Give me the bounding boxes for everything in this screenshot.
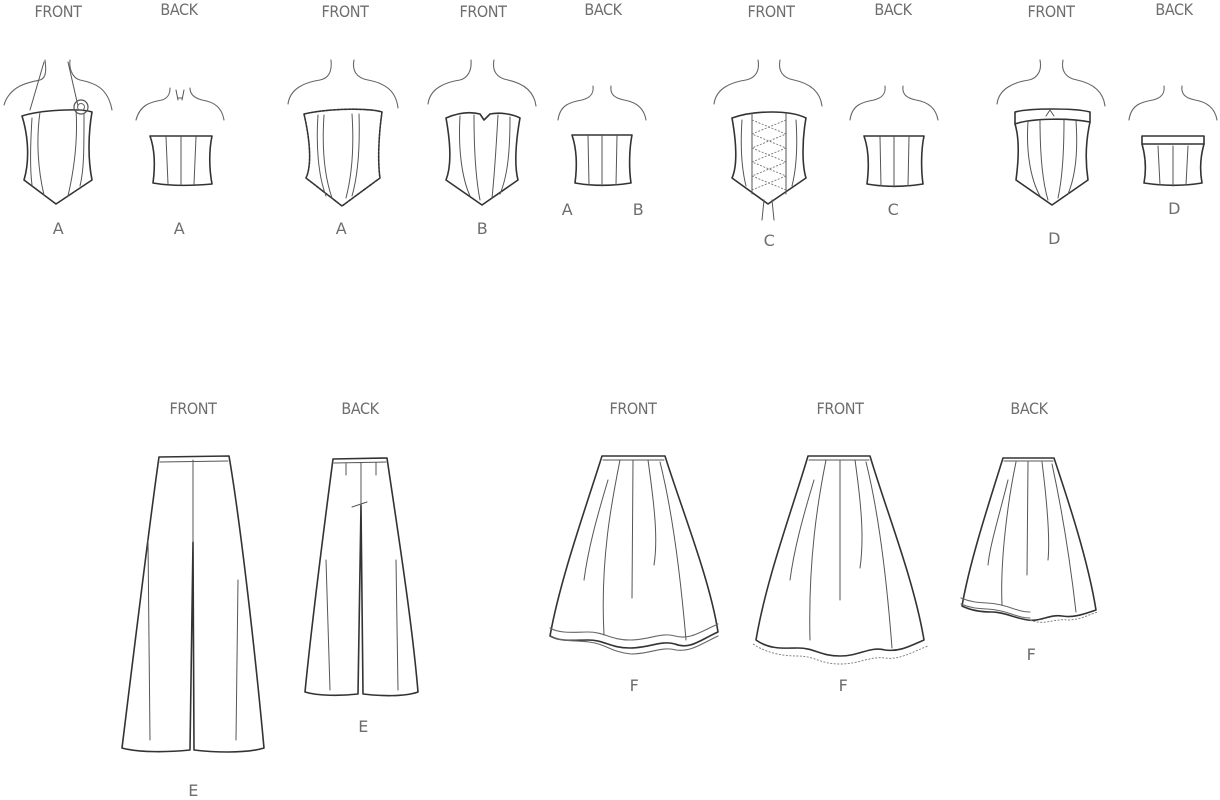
top-d-back-drawing <box>1128 85 1218 187</box>
view-label: FRONT <box>609 399 657 418</box>
top-c-back-drawing <box>849 85 939 188</box>
skirt-f-front-band-drawing <box>549 455 719 655</box>
skirt-f-back-drawing <box>960 457 1099 623</box>
top-ab-back-drawing <box>557 85 647 187</box>
top-a-front-drawing <box>3 59 113 205</box>
view-code: A <box>173 219 185 238</box>
top-c-front-drawing <box>713 59 823 221</box>
view-label: FRONT <box>1027 2 1075 21</box>
view-code: D <box>1168 199 1180 218</box>
view-label: BACK <box>1155 0 1193 19</box>
skirt-f-front-lace-drawing <box>752 455 929 665</box>
view-code: E <box>358 717 368 736</box>
view-label: FRONT <box>816 399 864 418</box>
view-label: BACK <box>874 0 912 19</box>
view-label: FRONT <box>34 2 82 21</box>
top-d-front-drawing <box>996 59 1106 206</box>
view-label: BACK <box>584 0 622 19</box>
pants-e-front-drawing <box>121 455 265 753</box>
view-label: FRONT <box>747 2 795 21</box>
view-code: F <box>629 676 639 695</box>
view-code: A <box>561 200 573 219</box>
view-code: E <box>188 781 198 800</box>
view-code: B <box>476 219 488 238</box>
view-code: D <box>1048 229 1060 248</box>
top-b-front-drawing <box>427 59 537 206</box>
view-code: F <box>838 676 848 695</box>
top-a-back-drawing <box>135 87 225 187</box>
view-label: BACK <box>1010 399 1048 418</box>
view-code: A <box>52 219 64 238</box>
pants-e-back-drawing <box>304 457 419 697</box>
view-label: FRONT <box>459 2 507 21</box>
top-a-ruffle-front-drawing <box>287 59 399 207</box>
view-code: C <box>763 231 775 250</box>
view-code: C <box>887 200 899 219</box>
view-code: A <box>335 219 347 238</box>
view-label: BACK <box>160 0 198 19</box>
view-label: BACK <box>341 399 379 418</box>
view-label: FRONT <box>169 399 217 418</box>
view-code: B <box>632 200 644 219</box>
view-code: F <box>1026 645 1036 664</box>
view-label: FRONT <box>321 2 369 21</box>
